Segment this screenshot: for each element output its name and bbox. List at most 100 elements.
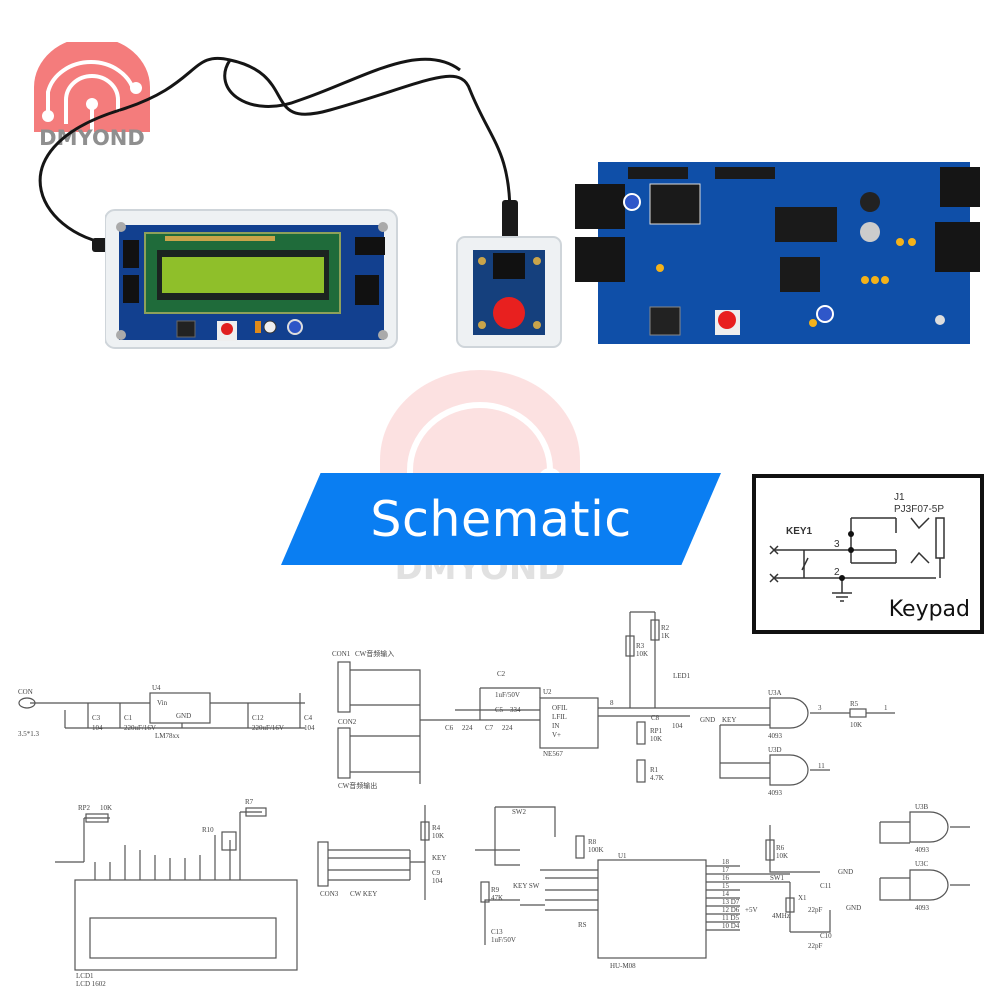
lcd-pin-header — [165, 236, 275, 241]
svg-text:100K: 100K — [588, 846, 604, 854]
svg-text:KEY: KEY — [432, 854, 446, 862]
svg-text:10K: 10K — [100, 804, 112, 812]
svg-text:IN: IN — [552, 722, 559, 730]
svg-text:10K: 10K — [850, 721, 862, 729]
svg-text:11: 11 — [818, 762, 825, 770]
svg-text:CON1: CON1 — [332, 650, 351, 658]
svg-text:10K: 10K — [776, 852, 788, 860]
svg-text:V+: V+ — [552, 731, 561, 739]
svg-text:LCD1: LCD1 — [76, 972, 94, 980]
svg-text:U3A: U3A — [768, 689, 782, 697]
svg-text:R8: R8 — [588, 838, 597, 846]
svg-text:10 D4: 10 D4 — [722, 922, 740, 930]
svg-text:C5: C5 — [495, 706, 504, 714]
svg-text:10K: 10K — [636, 650, 648, 658]
schematic-diagram: CON 3.5*1.3 U4 Vin GND LM78xx C3 104 C1 … — [18, 611, 970, 988]
svg-text:U3B: U3B — [915, 803, 929, 811]
svg-text:C9: C9 — [432, 869, 441, 877]
svg-text:16: 16 — [722, 874, 730, 882]
svg-text:C3: C3 — [92, 714, 101, 722]
svg-text:RP2: RP2 — [78, 804, 91, 812]
svg-text:GND: GND — [838, 868, 853, 876]
svg-text:U2: U2 — [543, 688, 552, 696]
svg-text:LCD 1602: LCD 1602 — [76, 980, 106, 988]
gate-u3d — [769, 754, 809, 786]
svg-text:1K: 1K — [661, 632, 670, 640]
banner-title: Schematic — [370, 490, 632, 548]
svg-text:CW音频输入: CW音频输入 — [355, 649, 394, 658]
pin3-label: 3 — [834, 539, 840, 550]
svg-text:1: 1 — [884, 704, 888, 712]
svg-text:U3D: U3D — [768, 746, 782, 754]
keypad-title: Keypad — [888, 597, 970, 622]
svg-text:SW2: SW2 — [512, 808, 527, 816]
power-section: CON 3.5*1.3 U4 Vin GND LM78xx C3 104 C1 … — [18, 684, 315, 740]
mcu-section: SW2 KEY SW R8 100K R9 47K C13 1uF/50V U1… — [475, 803, 970, 970]
red-button-icon — [221, 323, 233, 335]
svg-text:OFIL: OFIL — [552, 704, 568, 712]
svg-text:Vin: Vin — [157, 699, 168, 707]
svg-text:C8: C8 — [651, 714, 660, 722]
main-pcb — [575, 162, 980, 344]
svg-text:8: 8 — [610, 699, 614, 707]
svg-text:R5: R5 — [850, 700, 859, 708]
pin2-label: 2 — [834, 567, 840, 578]
svg-text:CW音频输出: CW音频输出 — [338, 781, 377, 790]
key-input-section: R4 10K KEY C9 104 CON3 CW KEY — [317, 805, 446, 900]
svg-text:4MHz: 4MHz — [772, 912, 790, 920]
svg-text:15: 15 — [722, 882, 730, 890]
brand-logo: DMYOND — [22, 37, 162, 157]
key1-label: KEY1 — [786, 526, 813, 537]
svg-text:10K: 10K — [432, 832, 444, 840]
svg-text:LED1: LED1 — [673, 672, 691, 680]
svg-text:HU-M08: HU-M08 — [610, 962, 636, 970]
svg-text:104: 104 — [304, 724, 315, 732]
schematic-banner: Schematic — [281, 473, 721, 565]
cw-key-module — [456, 236, 562, 348]
lcd-section: RP2 10K R10 R7 LCD1 LCD 1602 — [55, 798, 298, 988]
svg-text:104: 104 — [672, 722, 683, 730]
svg-text:KEY: KEY — [722, 716, 736, 724]
svg-text:RP1: RP1 — [650, 727, 663, 735]
svg-text:CON3: CON3 — [320, 890, 339, 898]
svg-text:220uF/16V: 220uF/16V — [124, 724, 156, 732]
svg-text:R4: R4 — [432, 824, 441, 832]
svg-text:17: 17 — [722, 866, 730, 874]
svg-text:NE567: NE567 — [543, 750, 563, 758]
gate-u3a — [769, 697, 809, 729]
svg-text:C11: C11 — [820, 882, 832, 890]
svg-text:C13: C13 — [491, 928, 503, 936]
svg-text:22pF: 22pF — [808, 942, 823, 950]
svg-text:RS: RS — [578, 921, 587, 929]
svg-text:C6: C6 — [445, 724, 454, 732]
svg-text:4093: 4093 — [915, 904, 930, 912]
svg-text:GND: GND — [700, 716, 715, 724]
lcd-decoder-module — [105, 209, 398, 349]
svg-text:13 D7: 13 D7 — [722, 898, 740, 906]
svg-text:4093: 4093 — [768, 789, 783, 797]
key-button-icon — [493, 297, 525, 329]
svg-text:224: 224 — [502, 724, 513, 732]
svg-text:LM78xx: LM78xx — [155, 732, 180, 740]
svg-text:R3: R3 — [636, 642, 645, 650]
svg-text:334: 334 — [510, 706, 521, 714]
svg-text:U1: U1 — [618, 852, 627, 860]
svg-text:U3C: U3C — [915, 860, 929, 868]
svg-text:CON2: CON2 — [338, 718, 357, 726]
svg-text:X1: X1 — [798, 894, 807, 902]
svg-text:22pF: 22pF — [808, 906, 823, 914]
svg-text:224: 224 — [462, 724, 473, 732]
svg-text:C7: C7 — [485, 724, 494, 732]
svg-text:4093: 4093 — [768, 732, 783, 740]
svg-text:C1: C1 — [124, 714, 133, 722]
svg-text:U4: U4 — [152, 684, 161, 692]
svg-text:GND: GND — [176, 712, 191, 720]
svg-text:12 D6: 12 D6 — [722, 906, 740, 914]
svg-text:11 D5: 11 D5 — [722, 914, 740, 922]
svg-text:3: 3 — [818, 704, 822, 712]
svg-text:LFIL: LFIL — [552, 713, 567, 721]
svg-text:104: 104 — [432, 877, 443, 885]
audio-section: CON1 CW音频输入 CON2 CW音频输出 C2 1uF/50V C5 33… — [332, 649, 720, 790]
u1-mcu — [597, 859, 707, 959]
svg-text:220uF/16V: 220uF/16V — [252, 724, 284, 732]
